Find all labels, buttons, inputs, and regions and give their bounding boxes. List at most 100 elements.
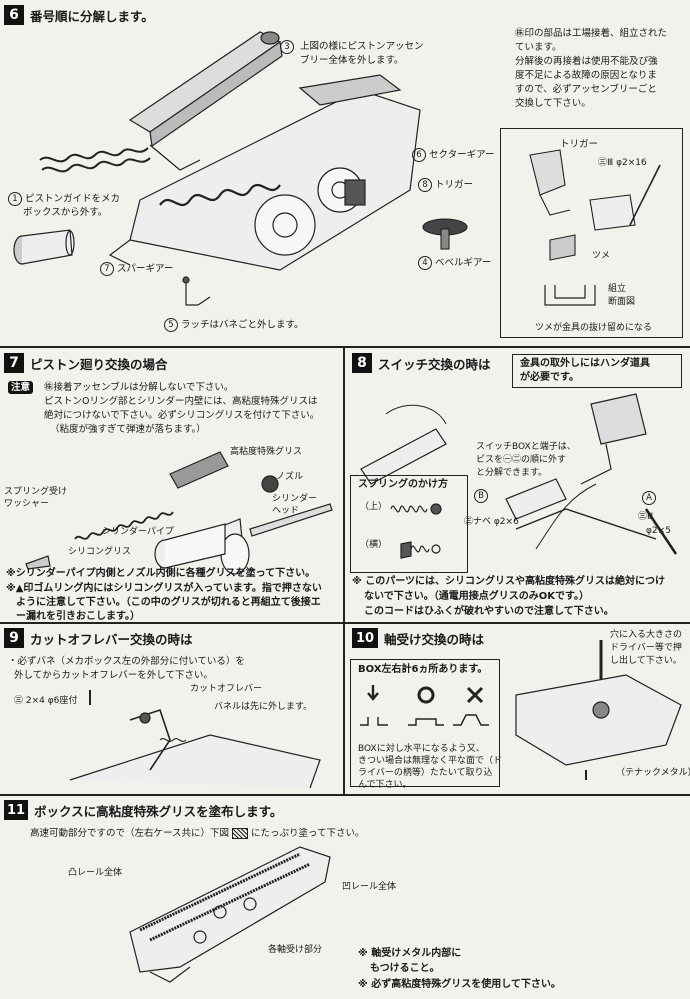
- spring-washer-label-1: スプリング受け: [4, 487, 68, 497]
- switch-text-2: ビスを㊀㊁の順に外す: [476, 455, 567, 465]
- solder-notice-2: が必要です。: [520, 372, 579, 383]
- section-7: 7 ピストン廻り交換の場合 注意 ㊑接着アッセンブルは分解しないで下さい。 ピス…: [0, 349, 342, 622]
- cylinder-drawing: [25, 451, 333, 575]
- section-8-title: スイッチ交換の時は: [378, 356, 491, 372]
- solder-notice-1: 金具の取外しにはハンダ道具: [520, 358, 650, 369]
- hatched-area-icon: [232, 828, 249, 839]
- section-11-note-3: ※ 必ず高粘度特殊グリスを使用して下さい。: [358, 979, 561, 990]
- axle-label: 各軸受け部分: [268, 945, 323, 955]
- section-9-line-2: 外してからカットオフレバーを外して下さい。: [14, 670, 213, 681]
- caution-line-3: 絶対につけないで下さい。必ずシリコングリスを付けて下さい。: [44, 410, 320, 421]
- trigger-detail-drawing: [529, 149, 661, 261]
- step-1-text-1: ピストンガイドをメカ: [25, 193, 121, 205]
- section-11-number: 11: [4, 800, 28, 820]
- kumi-label-1: 組立: [608, 284, 627, 294]
- step-3-text-1: 上図の様にピストンアッセン: [300, 41, 424, 52]
- nozzle-label: ノズル: [276, 472, 304, 482]
- caution-line-4: （粘度が強すぎて弾速が落ちます。）: [50, 424, 206, 435]
- screw-a-letter: A: [642, 491, 656, 505]
- screw-a-label-1: ㊂Ⅲ: [638, 512, 654, 522]
- section-10-title: 軸受け交換の時は: [384, 631, 485, 647]
- section-7-note-1: ※シリンダーパイプ内側とノズル内側に各種グリスを塗って下さい。: [6, 568, 316, 579]
- switch-text-1: スイッチBOXと端子は、: [476, 442, 576, 452]
- glue-note-1: ㊑印の部品は工場接着、組立された: [515, 28, 668, 39]
- spring-hook-title: スプリングのかけ方: [358, 479, 448, 490]
- section-6-title: 番号順に分解します。: [30, 8, 154, 24]
- bevel-gear-drawing: [422, 218, 468, 250]
- section-7-number: 7: [4, 353, 24, 373]
- concave-rail-label: 凹レール全体: [342, 882, 397, 892]
- section-9-number: 9: [4, 628, 24, 648]
- bearing-orientation-icons: [360, 685, 489, 726]
- step-6-label: セクターギアー: [429, 149, 495, 161]
- bearing-box-title: BOX左右計6ヵ所あります。: [358, 664, 488, 675]
- switch-text-3: と分解できます。: [476, 468, 548, 478]
- cutoff-lever-drawing: [69, 690, 321, 789]
- cutoff-spring-label: バネルは先に外します。: [214, 702, 313, 712]
- section-7-note-4: ー漏れを引きおこします。）: [16, 611, 140, 622]
- metal-label: （テナックメタル）: [616, 768, 690, 778]
- section-9-title: カットオフレバー交換の時は: [30, 631, 193, 647]
- glue-note-3: 分解後の再接着は使用不能及び強: [515, 56, 658, 67]
- step-5-label: ラッチはバネごと外します。: [181, 319, 304, 331]
- section-6-number: 6: [4, 5, 24, 25]
- section-9: 9 カットオフレバー交換の時は ・必ずバネ（メカボックス左の外部分に付いている）…: [0, 625, 342, 793]
- silicon-grease-label: シリコングリス: [68, 547, 132, 557]
- tsume-note: ツメが金具の抜け留めになる: [535, 323, 653, 333]
- section-11-subtitle-b: にたっぷり塗って下さい。: [251, 828, 365, 839]
- screw-a-marker: A: [642, 491, 659, 505]
- gearbox-grease-drawing: [129, 846, 331, 983]
- switch-drawing: [360, 393, 678, 555]
- screw-b-letter: B: [474, 489, 488, 503]
- bearing-caption-1: BOXに対し水平になるよう又、: [358, 744, 485, 754]
- section-8-header: 8 スイッチ交換の時は: [352, 353, 491, 373]
- section-10: 10 軸受け交換の時は BOX左右計6ヵ所あります。 BOXに対し水平になるよう…: [346, 625, 690, 793]
- section-10-header: 10 軸受け交換の時は: [352, 628, 484, 648]
- driver-note-1: 穴に入る大きさの: [610, 630, 683, 640]
- glue-note-4: 度不足による故障の原因となりま: [515, 70, 657, 81]
- screw-b-marker: B: [474, 489, 491, 503]
- section-7-header: 7 ピストン廻り交換の場合: [4, 353, 168, 373]
- step-4-label: ベベルギアー: [435, 257, 492, 269]
- caution-line-2: ピストンOリング部とシリンダー内壁には、高粘度特殊グリスは: [44, 396, 318, 407]
- section-6: 6 番号順に分解します。 3 上図の様にピストンアッセン ブリー全体を外します。…: [0, 0, 690, 345]
- section-9-screw: ㊂ 2×4 φ6座付: [14, 696, 78, 706]
- section-8-warning-1: ※ このパーツには、シリコングリスや高粘度特殊グリスは絶対につけ: [352, 576, 666, 587]
- cylinder-pipe-label: シリンダーパイプ: [102, 527, 174, 537]
- driver-note-2: ドライバー等で押: [610, 643, 682, 653]
- section-7-note-3: ように注意して下さい。（この中のグリスが切れると再組立て後接エ: [16, 597, 321, 608]
- divider-v-1: [343, 346, 345, 624]
- section-11-subtitle: 高速可動部分ですので（左右ケース共に）下図にたっぷり塗って下さい。: [30, 827, 365, 840]
- trigger-detail-box: [500, 128, 683, 338]
- glue-note-2: ています。: [515, 42, 562, 53]
- bearing-caption-2: きつい場合は無理なく平な面で（ド: [358, 756, 503, 766]
- divider-2: [0, 622, 690, 624]
- trigger-label: トリガー: [560, 139, 599, 150]
- spring-top-label: （上）: [360, 502, 388, 512]
- caution-badge: 注意: [8, 381, 34, 394]
- tsume-label: ツメ: [592, 251, 611, 261]
- section-8-warning-3: このコードはひふくが破れやすいので注意して下さい。: [364, 606, 614, 617]
- latch-drawing: [182, 276, 211, 306]
- section-8-warning-2: ないで下さい。（通電用接点グリスのみOKです。）: [364, 591, 589, 602]
- section-7-note-2: ※▲印ゴムリング内にはシリコングリスが入っています。指で押さない: [6, 583, 322, 594]
- bearing-caption-3: ライバーの柄等）たたいて取り込: [358, 768, 493, 778]
- spring-side-label: （横）: [360, 540, 388, 550]
- section-8-number: 8: [352, 353, 372, 373]
- step-3-text-2: ブリー全体を外します。: [300, 55, 404, 66]
- step-1-text-2: ボックスから外す。: [23, 207, 108, 218]
- divider-3: [0, 794, 690, 796]
- section-10-number: 10: [352, 628, 378, 648]
- section-7-title: ピストン廻り交換の場合: [30, 356, 168, 372]
- glue-note-5: すので、必ずアッセンブリーごと: [515, 84, 657, 95]
- divider-1: [0, 346, 690, 348]
- section-9-line-1: ・必ずバネ（メカボックス左の外部分に付いている）を: [8, 656, 245, 667]
- step-3-marker: 3: [280, 40, 297, 54]
- gearbox-drawing: [108, 74, 421, 271]
- section-9-header: 9 カットオフレバー交換の時は: [4, 628, 193, 648]
